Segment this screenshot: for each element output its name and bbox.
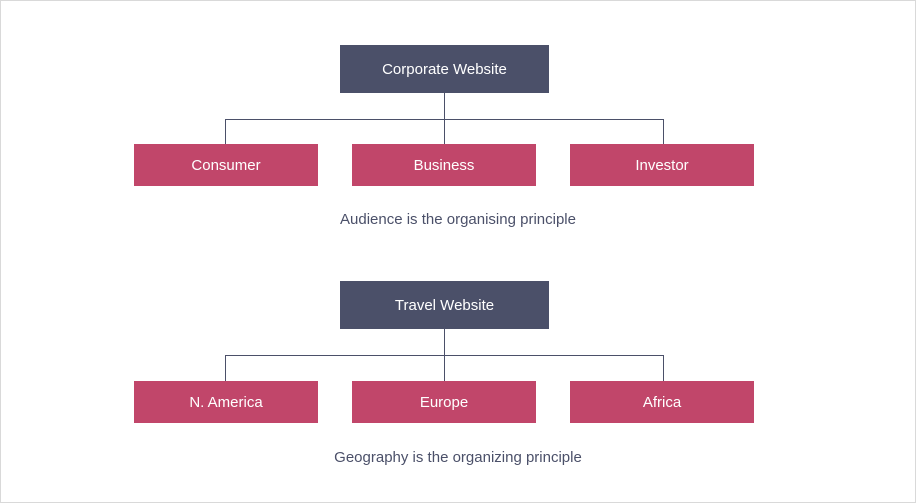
connector-drop-2-n-america <box>225 355 226 381</box>
child-node-label: Business <box>413 156 475 174</box>
child-node-africa: Africa <box>570 381 754 423</box>
child-node-business: Business <box>352 144 536 186</box>
child-node-investor: Investor <box>570 144 754 186</box>
root-node-label: Travel Website <box>394 296 495 314</box>
root-node-travel-website: Travel Website <box>340 281 549 329</box>
connector-drop-2-africa <box>663 355 664 381</box>
caption-audience: Audience is the organising principle <box>340 211 576 228</box>
connector-root-stem-1 <box>444 92 445 120</box>
child-node-label: Investor <box>635 156 689 174</box>
child-node-label: N. America <box>189 393 263 411</box>
child-node-label: Africa <box>642 393 682 411</box>
connector-drop-1-business <box>444 119 445 144</box>
child-node-europe: Europe <box>352 381 536 423</box>
connector-drop-2-europe <box>444 355 445 381</box>
child-node-n-america: N. America <box>134 381 318 423</box>
connector-drop-1-consumer <box>225 119 226 144</box>
root-node-label: Corporate Website <box>382 60 507 78</box>
child-node-consumer: Consumer <box>134 144 318 186</box>
root-node-corporate-website: Corporate Website <box>340 45 549 93</box>
child-node-label: Europe <box>419 393 469 411</box>
connector-root-stem-2 <box>444 329 445 356</box>
caption-geography: Geography is the organizing principle <box>334 449 582 466</box>
child-node-label: Consumer <box>191 156 261 174</box>
connector-drop-1-investor <box>663 119 664 144</box>
